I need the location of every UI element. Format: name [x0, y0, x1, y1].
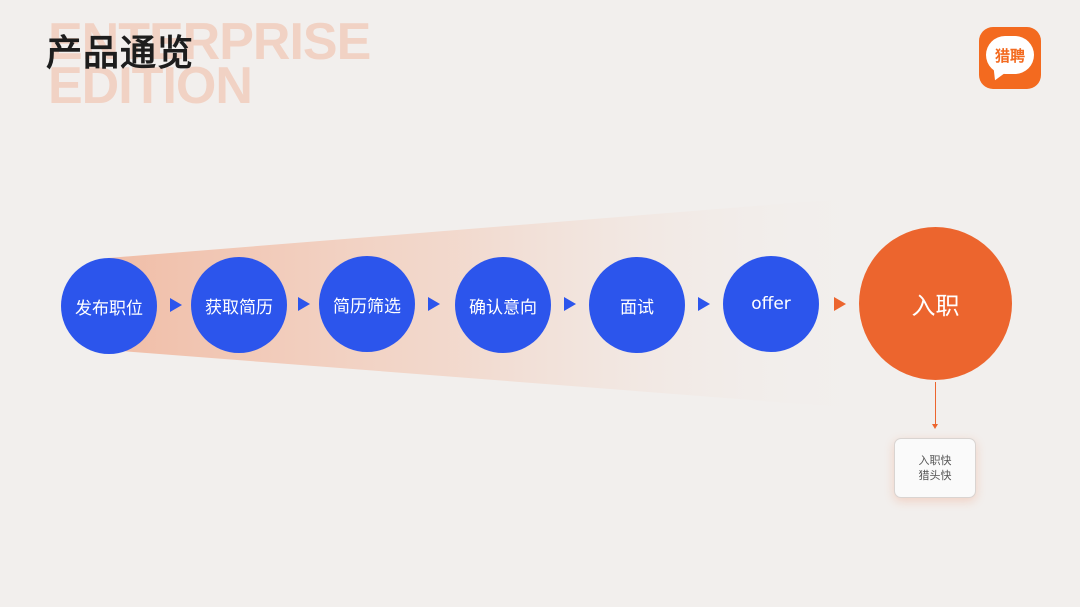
step-label: 发布职位 [75, 298, 143, 319]
logo-label: 猎聘 [986, 36, 1034, 74]
connector-line [935, 382, 936, 426]
callout-note: 入职快 猎头快 [894, 438, 976, 498]
step-get-resumes[interactable]: 获取简历 [191, 257, 287, 353]
step-label: 获取简历 [205, 297, 273, 318]
arrow-icon [834, 297, 846, 311]
arrow-icon [564, 297, 576, 311]
arrow-icon [170, 298, 182, 312]
step-interview[interactable]: 面试 [589, 257, 685, 353]
step-label: 面试 [620, 297, 654, 318]
step-screen-resumes[interactable]: 简历筛选 [319, 256, 415, 352]
step-label: 确认意向 [469, 297, 537, 318]
step-label: offer [751, 294, 791, 314]
step-label: 入职 [911, 292, 960, 320]
note-line-2: 猎头快 [918, 469, 952, 482]
arrow-icon [698, 297, 710, 311]
watermark-text: ENTERPRISE EDITION [48, 13, 371, 115]
connector-arrow-icon [932, 424, 938, 429]
note-line-1: 入职快 [918, 454, 952, 467]
page-title: 产品通览 [46, 33, 195, 74]
step-label: 简历筛选 [333, 296, 401, 317]
step-confirm-intent[interactable]: 确认意向 [455, 257, 551, 353]
arrow-icon [298, 297, 310, 311]
step-onboard[interactable]: 入职 [859, 227, 1012, 380]
step-offer[interactable]: offer [723, 256, 819, 352]
arrow-icon [428, 297, 440, 311]
step-post-job[interactable]: 发布职位 [61, 258, 157, 354]
logo-icon: 猎聘 [979, 27, 1041, 89]
